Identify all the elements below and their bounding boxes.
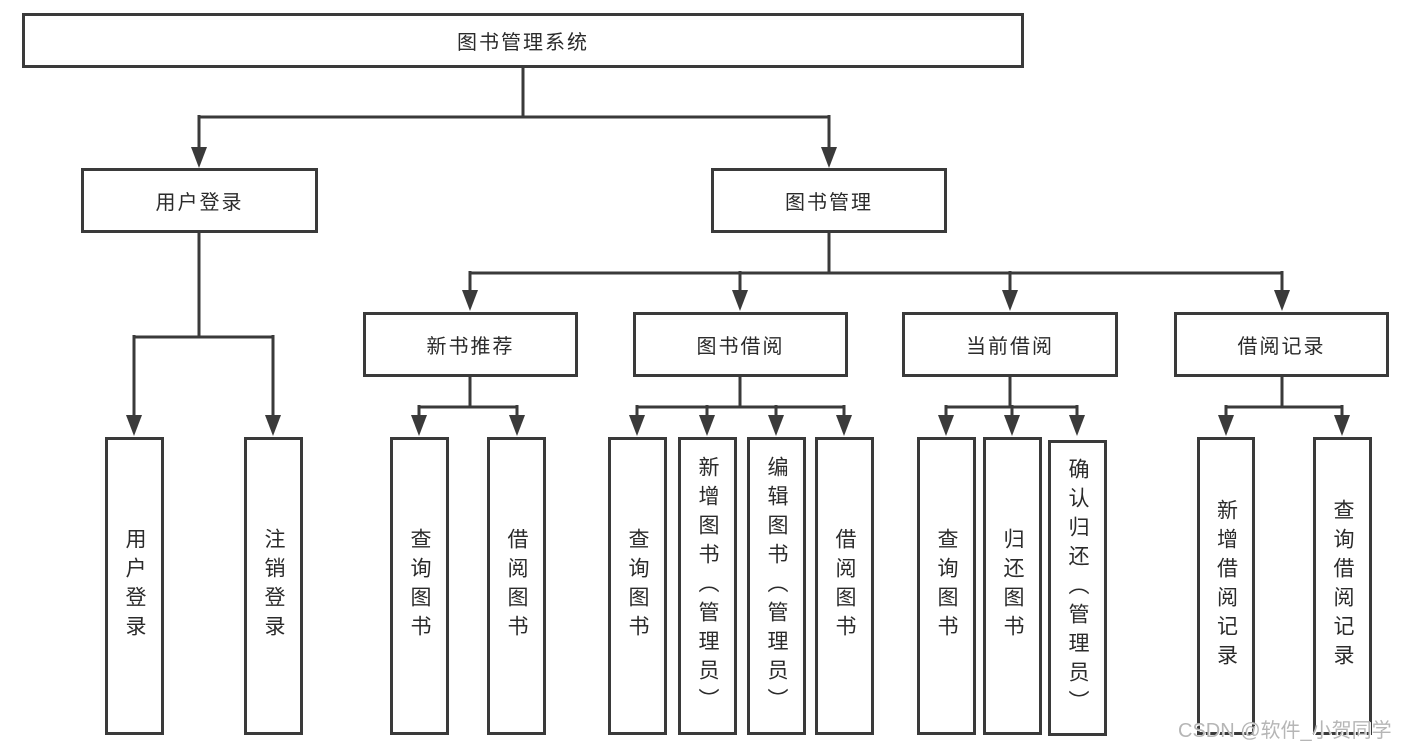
leaf-bb-edit-book-admin: 编辑图书（管理员）: [747, 437, 806, 735]
node-book-management: 图书管理: [711, 168, 947, 233]
node-user-login-label: 用户登录: [155, 192, 244, 214]
leaf-bb-add-book-admin: 新增图书（管理员）: [678, 437, 737, 735]
leaf-nb-query-book: 查询图书: [390, 437, 449, 735]
leaf-br-add-record: 新增借阅记录: [1197, 437, 1255, 735]
node-borrow-record: 借阅记录: [1174, 312, 1389, 377]
leaf-bb-query-book-label: 查询图书: [626, 528, 649, 644]
node-book-borrow: 图书借阅: [633, 312, 848, 377]
node-current-borrow-label: 当前借阅: [966, 336, 1054, 358]
node-new-book-recommend: 新书推荐: [363, 312, 578, 377]
node-user-login: 用户登录: [81, 168, 318, 233]
leaf-logout-label: 注销登录: [262, 528, 285, 644]
node-root-label: 图书管理系统: [457, 32, 589, 54]
node-current-borrow: 当前借阅: [902, 312, 1118, 377]
leaf-cb-return-book: 归还图书: [983, 437, 1042, 735]
node-borrow-record-label: 借阅记录: [1237, 336, 1326, 358]
leaf-cb-confirm-return-admin: 确认归还（管理员）: [1048, 440, 1107, 736]
leaf-nb-query-book-label: 查询图书: [408, 528, 431, 644]
leaf-bb-borrow-book: 借阅图书: [815, 437, 874, 735]
leaf-user-login-label: 用户登录: [123, 528, 146, 644]
node-new-book-recommend-label: 新书推荐: [426, 336, 515, 358]
node-root: 图书管理系统: [22, 13, 1024, 68]
leaf-bb-edit-book-admin-label: 编辑图书（管理员）: [765, 455, 788, 717]
leaf-cb-query-book: 查询图书: [917, 437, 976, 735]
watermark-text: CSDN @软件_小贺同学: [1178, 720, 1392, 742]
leaf-br-query-record: 查询借阅记录: [1313, 437, 1372, 735]
node-book-borrow-label: 图书借阅: [696, 336, 785, 358]
leaf-cb-return-book-label: 归还图书: [1001, 528, 1024, 644]
leaf-cb-confirm-return-admin-label: 确认归还（管理员）: [1066, 457, 1089, 719]
leaf-user-login: 用户登录: [105, 437, 164, 735]
leaf-nb-borrow-book: 借阅图书: [487, 437, 546, 735]
leaf-br-query-record-label: 查询借阅记录: [1331, 499, 1354, 673]
leaf-br-add-record-label: 新增借阅记录: [1214, 499, 1238, 673]
leaf-cb-query-book-label: 查询图书: [935, 528, 958, 644]
leaf-nb-borrow-book-label: 借阅图书: [505, 528, 528, 644]
node-book-management-label: 图书管理: [785, 192, 873, 214]
leaf-logout: 注销登录: [244, 437, 303, 735]
leaf-bb-query-book: 查询图书: [608, 437, 667, 735]
leaf-bb-add-book-admin-label: 新增图书（管理员）: [696, 455, 719, 717]
arrowheads: [126, 147, 1350, 436]
leaf-bb-borrow-book-label: 借阅图书: [833, 528, 856, 644]
